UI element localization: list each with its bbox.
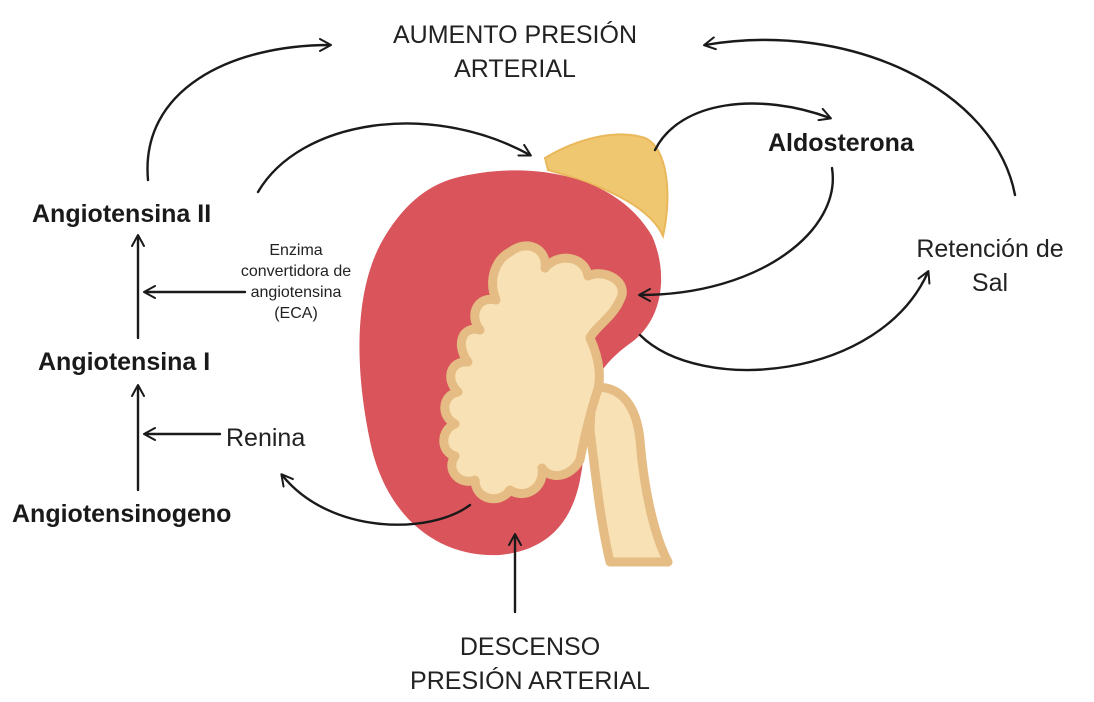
label-descenso-presion-arterial: DESCENSO PRESIÓN ARTERIAL [380,630,680,698]
arrow-kidney-to-retencion [640,272,928,370]
label-angiotensina-ii: Angiotensina II [32,200,211,229]
descenso-line-1: DESCENSO [380,630,680,664]
eca-line-2: convertidora de [216,261,376,282]
aumento-line-2: ARTERIAL [330,52,700,86]
label-angiotensina-i: Angiotensina I [38,348,210,377]
arrow-aldosterona-to-kidney [640,168,833,295]
label-aldosterona: Aldosterona [768,129,914,158]
label-aumento-presion-arterial: AUMENTO PRESIÓN ARTERIAL [330,18,700,86]
retencion-line-1: Retención de [890,232,1090,266]
arrow-retencion-to-aumento [705,40,1015,195]
label-retencion-de-sal: Retención de Sal [890,232,1090,300]
retencion-line-2: Sal [890,266,1090,300]
descenso-line-2: PRESIÓN ARTERIAL [380,664,680,698]
eca-line-3: angiotensina [216,282,376,303]
aumento-line-1: AUMENTO PRESIÓN [330,18,700,52]
kidney-hilum [590,387,668,562]
arrow-angiotensina-ii-to-aumento [148,45,330,180]
label-renina: Renina [226,424,305,453]
label-angiotensinogeno: Angiotensinogeno [12,500,231,529]
eca-line-4: (ECA) [216,303,376,324]
kidney-illustration [359,134,668,562]
label-eca: Enzima convertidora de angiotensina (ECA… [216,240,376,324]
eca-line-1: Enzima [216,240,376,261]
